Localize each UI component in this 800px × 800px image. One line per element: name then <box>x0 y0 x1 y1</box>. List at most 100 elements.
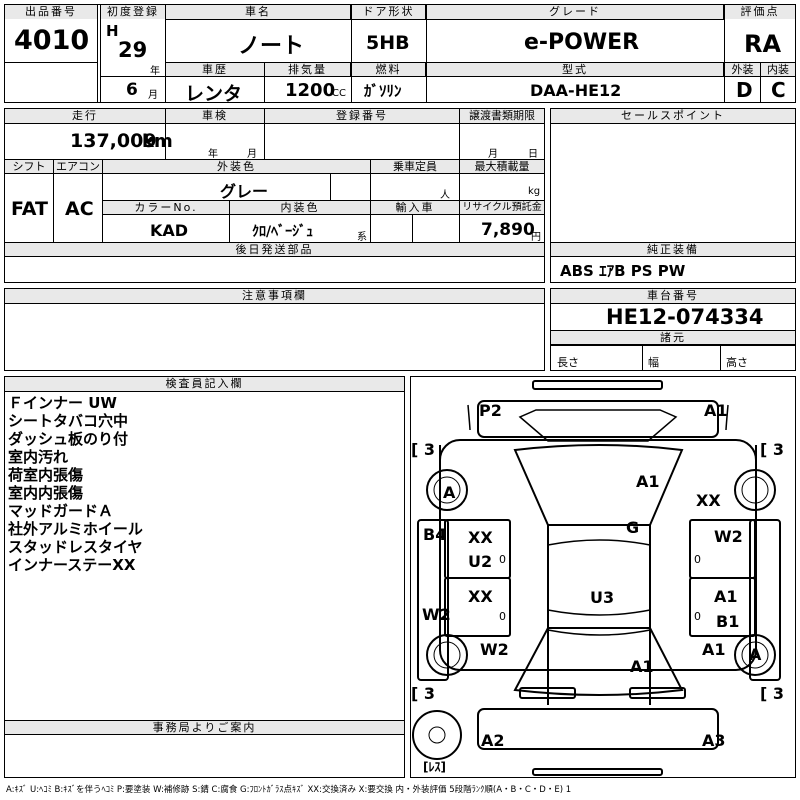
tire-depth: [ 3 <box>760 684 785 703</box>
inspection-label: 車検 <box>165 108 265 124</box>
reg-year-unit: 年 <box>150 66 160 77</box>
inspector-line: スタッドレスタイヤ <box>8 538 143 556</box>
cap-unit: 人 <box>440 190 450 201</box>
equip-value: ABS ｴｱB PS PW <box>560 262 686 280</box>
load-label: 最大積載量 <box>459 159 545 174</box>
frame-label: 車台番号 <box>550 288 796 304</box>
damage-mark: G <box>626 518 640 537</box>
recycle-value: 7,890 <box>481 220 535 240</box>
damage-mark: XX <box>696 491 721 510</box>
inspector-line: インナーステーXX <box>8 556 136 574</box>
spec-width: 幅 <box>648 356 659 369</box>
score-value: RA <box>744 30 782 58</box>
ac-value: AC <box>65 198 94 220</box>
name-label: 車名 <box>165 4 351 20</box>
car-name: ノート <box>238 34 305 59</box>
damage-mark: W2 <box>480 640 509 659</box>
mileage-value: 137,009 <box>70 130 157 152</box>
fuel-value: ｶﾞｿﾘﾝ <box>364 82 402 100</box>
damage-mark: P2 <box>479 401 502 420</box>
disp-unit: CC <box>332 88 346 99</box>
zero-mark: 0 <box>499 610 506 623</box>
model-value: DAA-HE12 <box>530 81 622 100</box>
disp-value: 1200 <box>285 80 336 101</box>
damage-mark: A <box>443 483 456 502</box>
damage-mark: B4 <box>423 525 447 544</box>
grade-value: e-POWER <box>524 30 640 55</box>
reg-cell <box>100 19 166 103</box>
damage-mark: A1 <box>704 401 728 420</box>
zero-mark: 0 <box>694 610 701 623</box>
frame-value: HE12-074334 <box>606 305 764 329</box>
sales-label: セールスポイント <box>550 108 796 124</box>
zero-mark: 0 <box>499 553 506 566</box>
damage-mark: A <box>749 645 762 664</box>
damage-mark: U2 <box>468 552 493 571</box>
damage-mark: U3 <box>590 588 615 607</box>
recycle-unit: 円 <box>531 232 541 243</box>
cap-label: 乗車定員 <box>370 159 460 174</box>
inspector-line: ダッシュ板のり付 <box>8 430 129 448</box>
damage-mark: B1 <box>716 612 740 631</box>
shift-label: シフト <box>4 159 54 174</box>
inspector-label: 検査員記入欄 <box>4 376 405 392</box>
ext-score: D <box>736 78 753 102</box>
damage-mark: W2 <box>714 527 743 546</box>
door-label: ドア形状 <box>351 4 426 20</box>
transfer-label: 譲渡書類期限 <box>459 108 545 124</box>
legend: A:ｷｽﾞ U:ﾍｺﾐ B:ｷｽﾞを伴うﾍｺﾐ P:要塗装 W:補修跡 S:錆 … <box>6 785 572 795</box>
damage-mark: A1 <box>630 657 654 676</box>
color-value: グレー <box>220 182 269 201</box>
insp-year-unit: 年 <box>208 149 218 160</box>
ext-label: 外装 <box>724 62 761 77</box>
recycle-label: リサイクル預託金 <box>459 200 545 215</box>
damage-mark: XX <box>468 587 493 606</box>
spec-label: 諸元 <box>550 330 796 345</box>
ac-label: エアコン <box>53 159 103 174</box>
damage-mark: A1 <box>636 472 660 491</box>
intcolor-value: ｸﾛ/ﾍﾞｰｼﾞｭ <box>252 224 314 240</box>
load-unit: kg <box>528 186 541 197</box>
transfer-day: 日 <box>528 149 538 160</box>
intcolor-unit: 系 <box>357 232 367 243</box>
inspector-line: 荷室内張傷 <box>8 466 84 484</box>
reg-era: H <box>106 22 119 40</box>
equip-label: 純正装備 <box>550 242 796 257</box>
score-label: 評価点 <box>724 4 796 20</box>
colorno-value: KAD <box>150 221 189 240</box>
later-label: 後日発送部品 <box>4 242 545 257</box>
tire-depth: [ 3 <box>411 440 436 459</box>
history-value: レンタ <box>185 83 243 105</box>
regno-label: 登録番号 <box>264 108 460 124</box>
intcolor-label: 内装色 <box>229 200 371 215</box>
import-label: 輸入車 <box>370 200 460 215</box>
mileage-label: 走行 <box>4 108 166 124</box>
door-value: 5HB <box>366 32 410 54</box>
grade-label: グレード <box>426 4 724 20</box>
inspector-line: Ｆインナー UW <box>8 394 117 412</box>
tire-depth: [ 3 <box>411 684 436 703</box>
model-label: 型式 <box>426 62 724 77</box>
zero-mark: 0 <box>694 553 701 566</box>
inspector-line: 社外アルミホイール <box>8 520 143 538</box>
inspector-line: シートタバコ穴中 <box>8 412 129 430</box>
lot-number: 4010 <box>14 25 90 56</box>
reg-month-unit: 月 <box>148 90 158 101</box>
inspector-line: マッドガードＡ <box>8 502 114 520</box>
spare-tire-label: [ﾚｽ] <box>423 760 446 774</box>
lot-label: 出品番号 <box>4 4 98 20</box>
inspector-line: 室内汚れ <box>8 448 69 466</box>
fuel-label: 燃料 <box>351 62 426 77</box>
damage-mark: A3 <box>702 731 726 750</box>
damage-mark: A1 <box>702 640 726 659</box>
insp-month-unit: 月 <box>247 149 257 160</box>
int-label: 内装 <box>760 62 796 77</box>
transfer-month: 月 <box>488 149 498 160</box>
damage-mark: XX <box>468 528 493 547</box>
office-label: 事務局よりご案内 <box>4 720 405 735</box>
lot-cell <box>4 19 98 103</box>
damage-mark: A1 <box>714 587 738 606</box>
color-label: 外装色 <box>102 159 371 174</box>
reg-year: 29 <box>118 38 148 62</box>
